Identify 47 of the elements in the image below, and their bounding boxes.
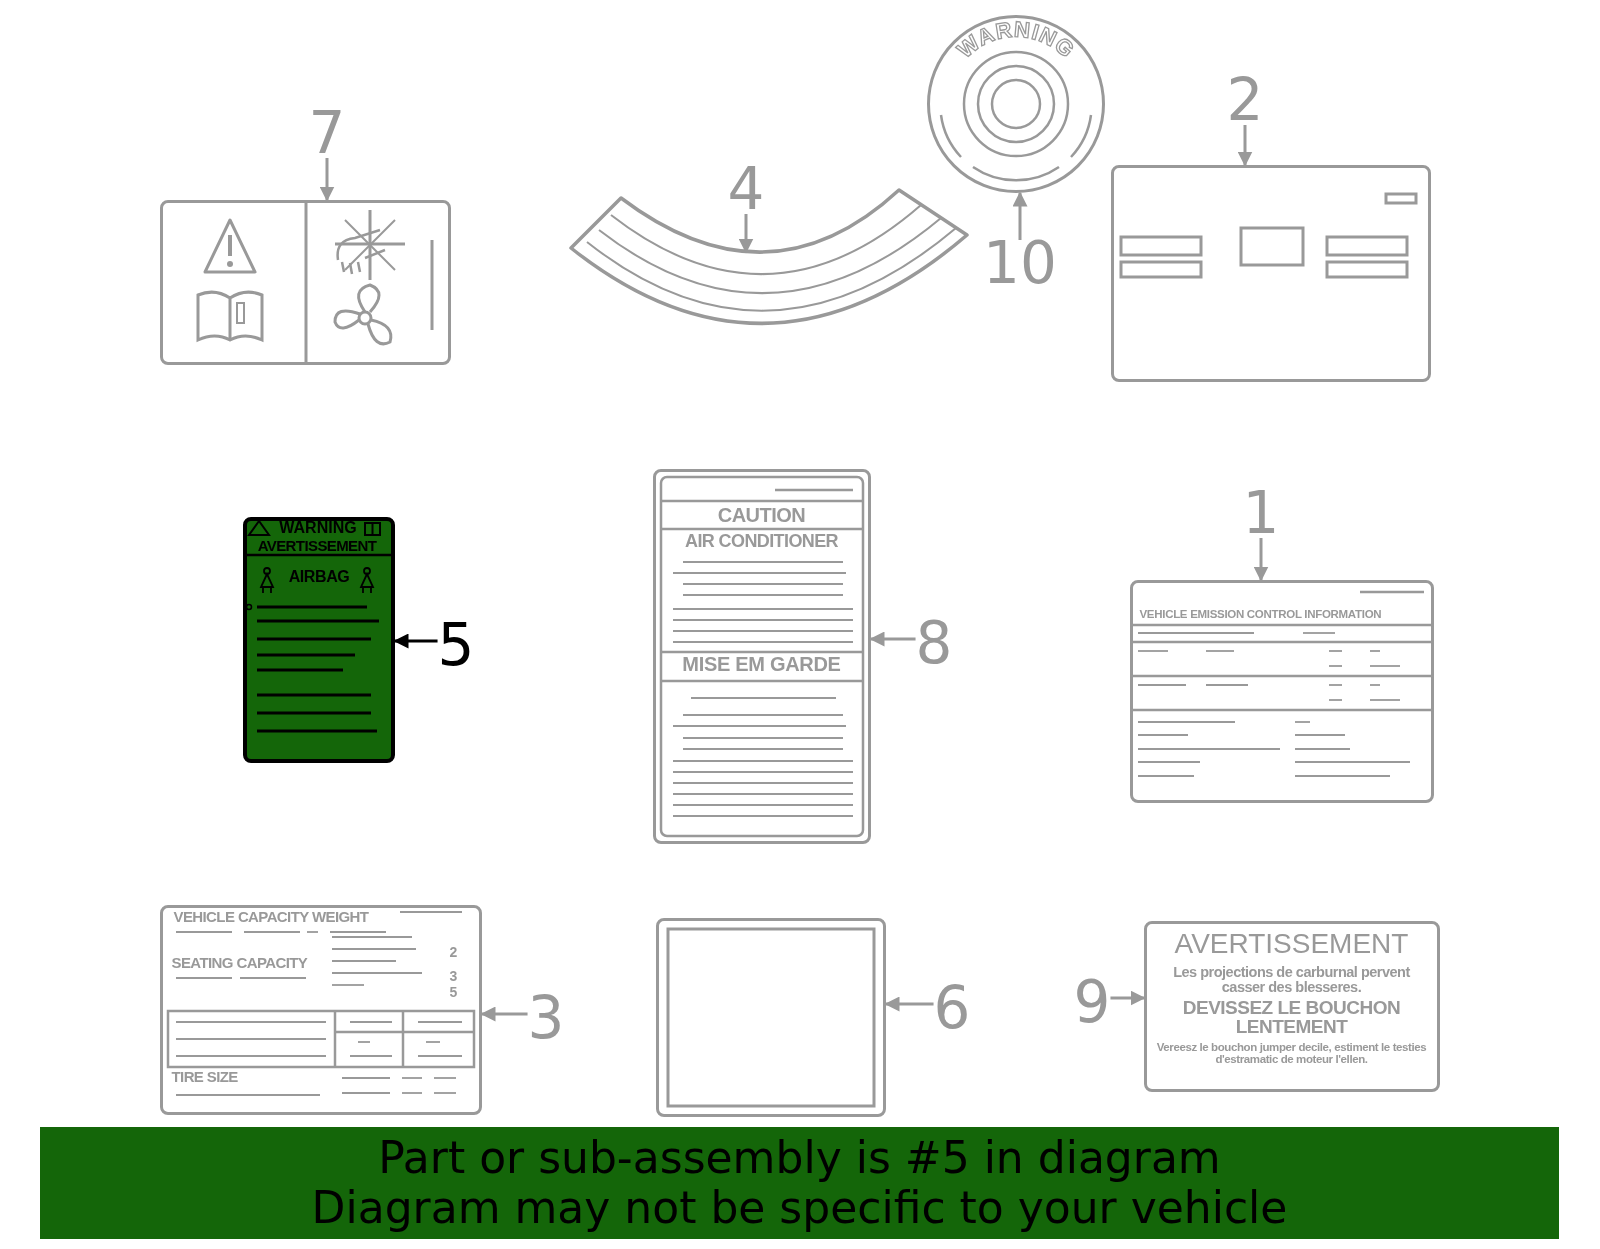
callout-number: 5 <box>437 616 475 674</box>
label-text: AIR CONDITIONER <box>684 531 839 551</box>
emission-control-label <box>1130 580 1434 803</box>
leader-arrow <box>1012 191 1028 240</box>
callout-number: 1 <box>1242 484 1280 542</box>
label-text: MISE EM GARDE <box>681 653 842 675</box>
label-text: WARNING <box>278 520 358 537</box>
label-text: AVERTISSEMENT <box>256 538 378 554</box>
leader-arrow <box>1253 538 1269 582</box>
callout-number: 6 <box>933 979 971 1037</box>
label-text: VEHICLE CAPACITY WEIGHT <box>173 908 370 925</box>
leader-arrow <box>1237 125 1253 167</box>
fuel-cap-warning-label <box>1144 921 1440 1092</box>
callout-number: 9 <box>1073 973 1111 1031</box>
callout-number: 10 <box>983 234 1057 292</box>
square-label <box>656 918 886 1117</box>
leader-arrow <box>393 633 438 649</box>
label-text: DEVISSEZ LE BOUCHON LENTEMENT <box>1181 997 1402 1038</box>
air-conditioner-caution-label <box>653 469 871 844</box>
vehicle-capacity-label <box>160 905 482 1115</box>
label-text: WARNING <box>952 16 1080 63</box>
leader-arrow <box>1110 990 1146 1006</box>
label-text: Les projections de carburnal pervent casser des blesseres. <box>1172 964 1411 995</box>
airbag-warning-label <box>243 517 395 763</box>
caption-banner: Part or sub-assembly is #5 in diagram Diagram may not be specific to your vehicle <box>40 1127 1559 1239</box>
label-text: AIRBAG <box>287 569 351 586</box>
round-warning-label <box>927 15 1105 193</box>
label-text: Vereesz le bouchon jumper decile, estiment le testies d'estramatic de moteur l'ellen. <box>1155 1040 1428 1065</box>
label-text: 2 <box>448 944 459 960</box>
callout-number: 3 <box>527 989 565 1047</box>
callout-number: 4 <box>727 160 765 218</box>
leader-arrow <box>480 1006 528 1022</box>
label-text: VEHICLE EMISSION CONTROL INFORMATION <box>1139 607 1383 620</box>
pictogram-label <box>160 200 451 365</box>
label-text: CAUTION <box>716 504 807 526</box>
leader-arrow <box>869 631 916 647</box>
label-text: 5 <box>448 984 459 1000</box>
leader-arrow <box>884 996 934 1012</box>
callout-number: 7 <box>308 104 346 162</box>
label-text: AVERTISSEMENT <box>1173 928 1410 958</box>
callout-number: 2 <box>1226 71 1264 129</box>
leader-arrow <box>319 158 335 202</box>
label-text: 3 <box>448 968 459 984</box>
rectangular-label <box>1111 165 1431 382</box>
callout-number: 8 <box>915 614 953 672</box>
label-text: TIRE SIZE <box>171 1068 239 1085</box>
label-text: SEATING CAPACITY <box>171 954 309 971</box>
